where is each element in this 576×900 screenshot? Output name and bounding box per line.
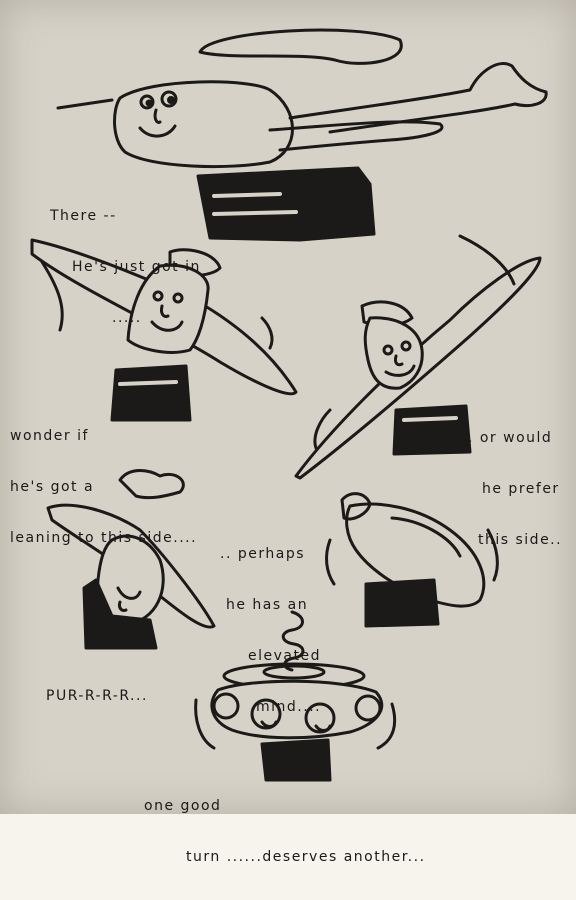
caption-line: wonder if xyxy=(10,428,89,444)
caption-line: he has an xyxy=(226,597,309,613)
plane-tilt-right-illustration xyxy=(294,234,542,480)
caption-line: elevated xyxy=(248,648,321,664)
caption-line: PUR-R-R-R... xyxy=(46,688,148,704)
caption-spinning: one good turn ......deserves another... xyxy=(144,764,426,900)
caption-line: mind.... xyxy=(256,699,322,715)
caption-tilt-left: wonder if he's got a leaning to this sid… xyxy=(10,394,197,581)
caption-plane-parked: There -- He's just got in ..... xyxy=(50,174,201,361)
caption-line: ..... xyxy=(112,310,142,326)
plane-spinning-illustration xyxy=(194,610,397,782)
caption-line: turn ......deserves another... xyxy=(186,849,426,865)
caption-line: .. perhaps xyxy=(220,546,305,562)
caption-line: this side.. xyxy=(478,532,563,548)
caption-upside-down: PUR-R-R-R... xyxy=(46,654,148,739)
caption-line: one good xyxy=(144,798,222,814)
caption-line: There -- xyxy=(50,208,117,224)
caption-line: He's just got in xyxy=(72,259,201,275)
caption-line: .. or would xyxy=(462,430,553,446)
plane-upside-down-illustration xyxy=(46,469,216,650)
cartoon-artwork xyxy=(30,28,548,782)
caption-line: he's got a xyxy=(10,479,95,495)
caption-line: he prefer xyxy=(482,481,560,497)
caption-line: leaning to this side.... xyxy=(10,530,198,546)
plane-elevated-illustration xyxy=(325,492,499,628)
plane-tilt-left-illustration xyxy=(30,238,298,422)
cartoon-page: There -- He's just got in ..... wonder i… xyxy=(0,0,576,865)
caption-elevated: .. perhaps he has an elevated mind.... xyxy=(220,512,321,750)
caption-tilt-right: .. or would he prefer this side.. xyxy=(462,396,562,583)
plane-illustration xyxy=(56,28,548,242)
